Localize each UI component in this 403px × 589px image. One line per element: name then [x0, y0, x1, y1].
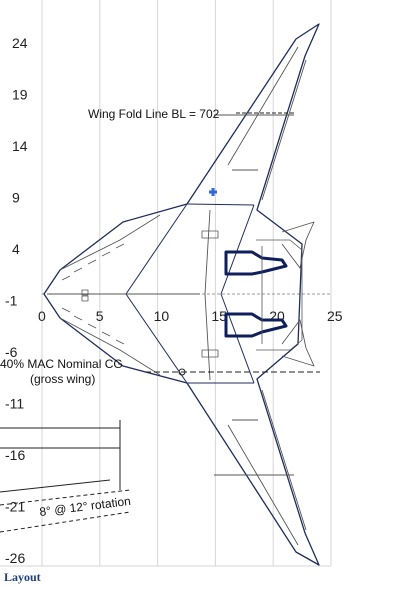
wing-trailing-edge-upper [220, 204, 255, 384]
y-tick-labels: 24 19 14 9 4 -1 -6 -11 -16 -21 -26 [5, 35, 28, 566]
engine-bay-outline [256, 239, 303, 351]
wing-fold-line-upper [186, 203, 255, 206]
outer-panel-lower [214, 389, 307, 546]
y-tick-label: -6 [5, 344, 18, 360]
x-tick-label: 10 [154, 308, 170, 324]
cg-marker-icon [178, 368, 186, 376]
y-tick-label: -1 [5, 293, 18, 309]
y-tick-label: -11 [5, 396, 24, 412]
y-tick-label: -16 [5, 447, 25, 463]
corner-layout-label: Layout [4, 570, 41, 584]
y-tick-label: 19 [12, 87, 28, 103]
fuselage-structure [47, 209, 211, 381]
y-tick-label: 9 [12, 190, 20, 206]
y-tick-label: 24 [12, 35, 28, 51]
outer-panel-upper [214, 46, 307, 201]
aircraft-planform [43, 23, 320, 566]
tail-upper [281, 221, 315, 269]
landing-gear-geometry [0, 371, 320, 533]
x-tick-label: 25 [327, 308, 343, 324]
wing-outline [43, 23, 320, 566]
x-tick-label: 5 [96, 308, 104, 324]
nacelle-upper [224, 250, 288, 276]
y-tick-label: 14 [12, 138, 28, 154]
x-tick-label: 0 [38, 308, 46, 324]
y-tick-label: -26 [5, 550, 25, 566]
fuselage-hatches [61, 230, 219, 358]
tail-lower [281, 319, 315, 367]
grid-lines [0, 0, 332, 567]
cg-label-line2: (gross wing) [30, 372, 95, 386]
y-tick-label: 4 [12, 241, 20, 257]
y-tick-label: -21 [5, 499, 25, 515]
nacelle-lower [224, 312, 288, 338]
cg-reference-marker [209, 188, 217, 196]
cg-label-line1: 40% MAC Nominal CG [0, 357, 123, 371]
x-tick-label: 15 [211, 308, 227, 324]
wing-fold-label: Wing Fold Line BL = 702 [88, 107, 220, 121]
rotation-label: 8° @ 12° rotation [39, 494, 132, 519]
